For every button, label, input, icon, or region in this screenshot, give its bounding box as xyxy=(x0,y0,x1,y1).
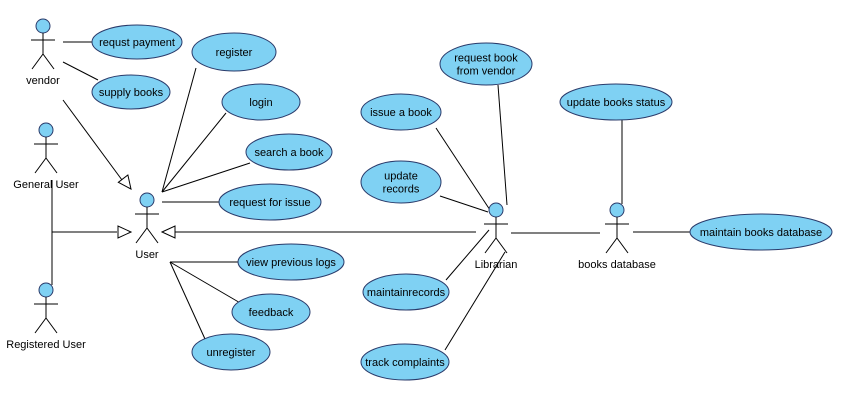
association-line xyxy=(444,251,506,351)
actor-head-icon xyxy=(35,18,51,34)
association-line xyxy=(161,67,197,193)
usecase-login: login xyxy=(221,83,301,121)
association-line xyxy=(62,61,99,81)
usecase-ellipse xyxy=(91,74,171,110)
usecase-request-payment: requst payment xyxy=(91,24,183,60)
actor-head-icon xyxy=(488,202,504,218)
usecase-request-issue: request for issue xyxy=(218,183,322,221)
actor-registered-user: Registered User xyxy=(6,282,86,351)
usecase-unregister: unregister xyxy=(191,333,271,371)
actor-general-user: General User xyxy=(13,122,79,191)
usecase-issue-book: issue a book xyxy=(360,93,442,131)
actor-label: Librarian xyxy=(475,259,518,271)
usecase-ellipse xyxy=(191,32,277,72)
association-line xyxy=(435,127,491,211)
usecase-label: update xyxy=(384,171,418,183)
usecase-maintain-records: maintainrecords xyxy=(362,273,450,311)
generalization-arrow-icon xyxy=(117,225,133,239)
actor-head-icon xyxy=(38,282,54,298)
actor-vendor: vendor xyxy=(26,18,60,87)
usecase-ellipse xyxy=(91,24,183,60)
actor-head-icon xyxy=(609,202,625,218)
usecase-label: maintainrecords xyxy=(367,287,446,299)
usecase-ellipse xyxy=(360,93,442,131)
usecase-view-logs: view previous logs xyxy=(237,243,345,281)
association-line xyxy=(445,229,490,281)
usecase-label: requst payment xyxy=(99,37,175,49)
association-line xyxy=(497,84,508,206)
association-line xyxy=(161,112,227,193)
usecase-ellipse xyxy=(689,213,833,251)
relationship-lines xyxy=(51,41,690,351)
generalization-arrow-icon xyxy=(160,225,176,239)
actor-user: User xyxy=(135,192,159,261)
usecase-ellipse xyxy=(439,42,533,86)
usecase-label: request for issue xyxy=(229,197,310,209)
usecase-track-complaints: track complaints xyxy=(360,343,450,381)
usecase-label: track complaints xyxy=(365,357,445,369)
association-line xyxy=(169,261,243,305)
actor-head-icon xyxy=(139,192,155,208)
usecase-label: register xyxy=(216,47,253,59)
use-cases: requst payment supply books register login s… xyxy=(91,24,833,381)
usecase-label: supply books xyxy=(99,87,164,99)
usecase-ellipse xyxy=(362,273,450,311)
association-line xyxy=(161,162,251,193)
usecase-ellipse xyxy=(360,343,450,381)
usecase-ellipse xyxy=(221,83,301,121)
association-line xyxy=(439,195,489,213)
usecase-search-book: search a book xyxy=(245,133,333,171)
usecase-label: search a book xyxy=(254,147,324,159)
actor-body-icon xyxy=(135,207,159,244)
association-line xyxy=(169,261,206,340)
generalization-line xyxy=(62,99,123,181)
usecase-register: register xyxy=(191,32,277,72)
actor-label: General User xyxy=(13,179,79,191)
actor-body-icon xyxy=(34,137,58,174)
actor-body-icon xyxy=(31,33,55,70)
usecase-label: issue a book xyxy=(370,107,432,119)
usecase-update-books-status: update books status xyxy=(559,83,673,121)
usecase-ellipse xyxy=(559,83,673,121)
usecase-label: maintain books database xyxy=(700,227,822,239)
usecase-supply-books: supply books xyxy=(91,74,171,110)
usecase-label: view previous logs xyxy=(246,257,336,269)
actor-librarian: Librarian xyxy=(475,202,518,271)
usecase-label: unregister xyxy=(207,347,256,359)
usecase-ellipse xyxy=(191,333,271,371)
usecase-label: login xyxy=(249,97,272,109)
usecase-label: records xyxy=(383,184,420,196)
actor-head-icon xyxy=(38,122,54,138)
actor-body-icon xyxy=(605,217,629,254)
usecase-maintain-books-database: maintain books database xyxy=(689,213,833,251)
usecase-ellipse xyxy=(237,243,345,281)
usecase-ellipse xyxy=(231,293,311,331)
actor-label: books database xyxy=(578,259,656,271)
usecase-ellipse xyxy=(245,133,333,171)
usecase-feedback: feedback xyxy=(231,293,311,331)
actor-label: User xyxy=(135,249,159,261)
usecase-label: from vendor xyxy=(457,66,516,78)
actor-label: Registered User xyxy=(6,339,86,351)
usecase-ellipse xyxy=(360,160,442,204)
actor-body-icon xyxy=(34,297,58,334)
actor-label: vendor xyxy=(26,75,60,87)
usecase-label: update books status xyxy=(567,97,666,109)
generalization-arrow-icon xyxy=(117,174,132,190)
usecase-label: feedback xyxy=(249,307,294,319)
usecase-ellipse xyxy=(218,183,322,221)
actor-body-icon xyxy=(484,217,508,254)
actor-books-database: books database xyxy=(578,202,656,271)
usecase-label: request book xyxy=(454,53,518,65)
